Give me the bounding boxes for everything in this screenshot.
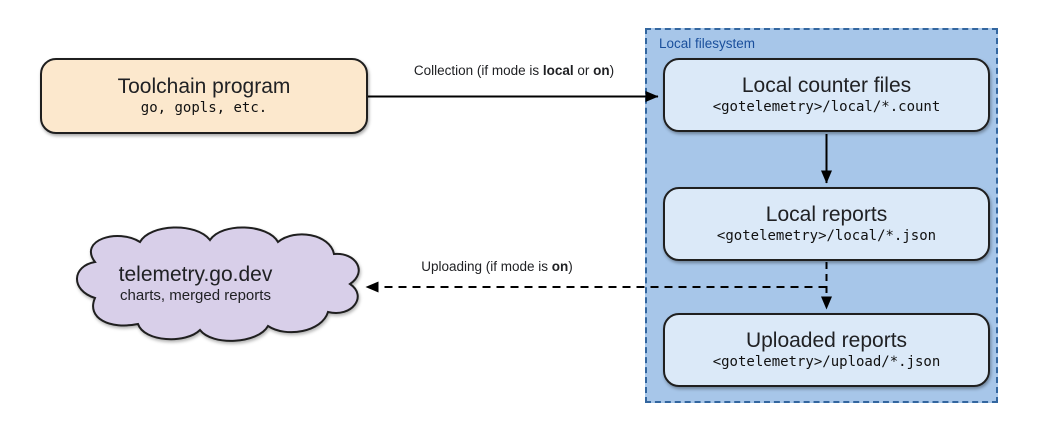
uploaded-reports-path: <gotelemetry>/upload/*.json bbox=[712, 354, 941, 371]
local-counter-files-path: <gotelemetry>/local/*.count bbox=[712, 99, 941, 116]
local-counter-files-title: Local counter files bbox=[741, 74, 912, 98]
toolchain-program-box: Toolchain program go, gopls, etc. bbox=[40, 58, 368, 134]
collection-label-post: ) bbox=[609, 63, 615, 78]
collection-label-bold-local: local bbox=[542, 63, 574, 78]
uploaded-reports-box: Uploaded reports <gotelemetry>/upload/*.… bbox=[663, 313, 990, 387]
cloud-title: telemetry.go.dev bbox=[118, 263, 273, 286]
local-filesystem-label: Local filesystem bbox=[659, 36, 756, 51]
local-counter-files-box: Local counter files <gotelemetry>/local/… bbox=[663, 58, 990, 132]
telemetry-cloud: telemetry.go.dev charts, merged reports bbox=[83, 263, 308, 306]
local-reports-box: Local reports <gotelemetry>/local/*.json bbox=[663, 187, 990, 261]
local-reports-title: Local reports bbox=[765, 203, 888, 227]
uploading-label-post: ) bbox=[568, 259, 573, 274]
collection-arrow-label: Collection (if mode is local or on) bbox=[369, 63, 659, 78]
uploading-label-pre: Uploading (if mode is bbox=[421, 259, 552, 274]
uploading-label-bold-on: on bbox=[551, 259, 569, 274]
local-reports-path: <gotelemetry>/local/*.json bbox=[716, 228, 937, 245]
collection-label-bold-on: on bbox=[593, 63, 610, 78]
uploading-arrow-label: Uploading (if mode is on) bbox=[372, 259, 622, 274]
uploaded-reports-title: Uploaded reports bbox=[745, 329, 908, 353]
collection-label-pre: Collection (if mode is bbox=[413, 63, 543, 78]
toolchain-title: Toolchain program bbox=[117, 75, 291, 99]
cloud-subtitle: charts, merged reports bbox=[120, 287, 271, 305]
toolchain-subtitle: go, gopls, etc. bbox=[140, 100, 268, 117]
collection-label-mid: or bbox=[573, 63, 594, 78]
